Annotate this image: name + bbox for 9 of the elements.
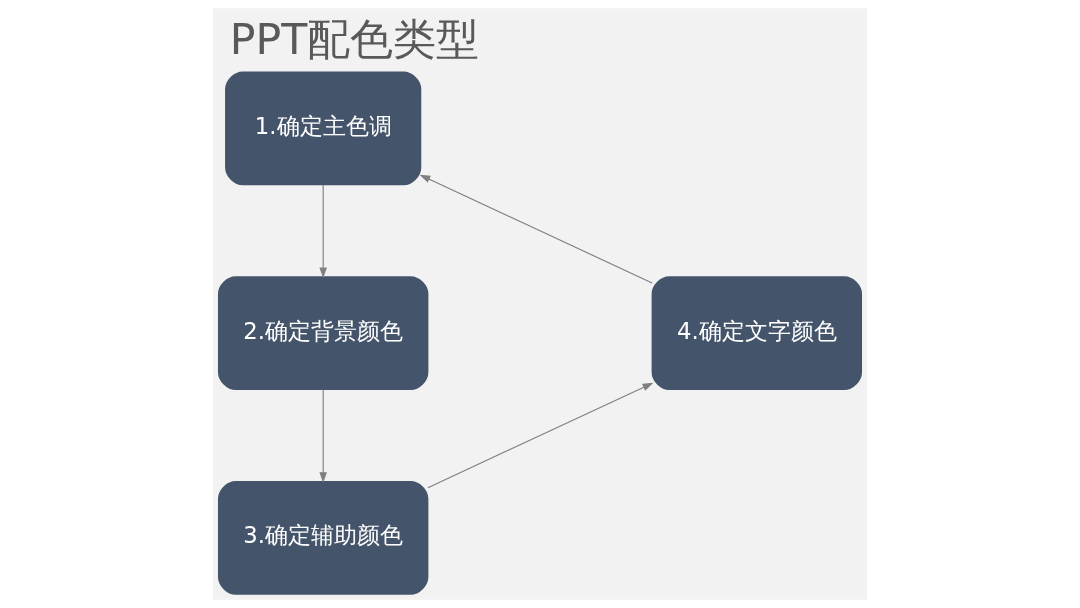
arrow xyxy=(319,184,327,279)
node-box: 2.确定背景颜色 xyxy=(218,276,429,390)
node-box: 3.确定辅助颜色 xyxy=(218,481,429,595)
arrow xyxy=(319,389,327,484)
arrow xyxy=(427,382,654,489)
arrow xyxy=(419,174,653,284)
diagram-title: PPT配色类型 xyxy=(229,13,480,64)
node-box: 4.确定文字颜色 xyxy=(651,276,862,390)
node-box: 1.确定主色调 xyxy=(225,71,422,186)
